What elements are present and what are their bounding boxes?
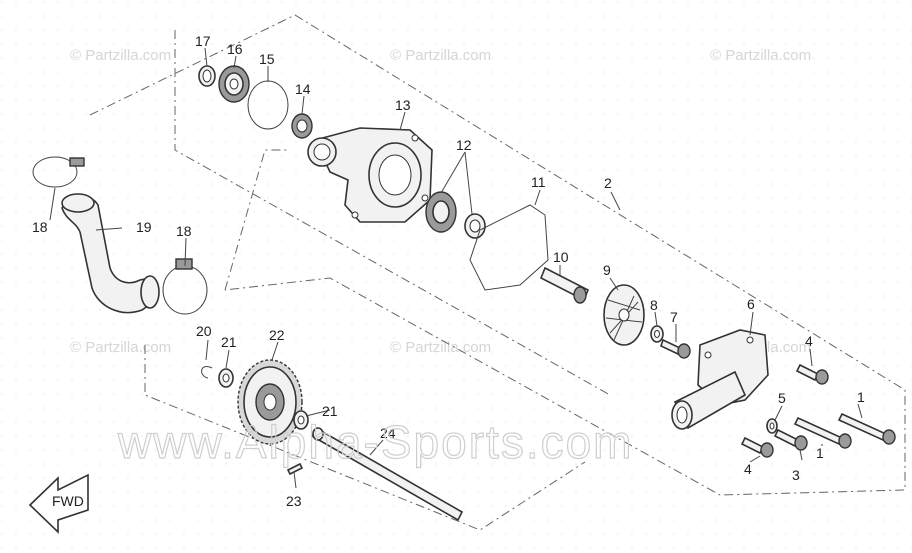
callout-21a: 21 bbox=[221, 334, 237, 350]
callout-22: 22 bbox=[269, 327, 285, 343]
part-21-washer bbox=[293, 410, 309, 430]
part-22-pump-gear bbox=[237, 359, 303, 445]
part-7-bolt bbox=[660, 338, 691, 359]
watermark-partzilla: © Partzilla.com bbox=[70, 339, 171, 356]
part-19-water-hose bbox=[61, 193, 160, 314]
callout-17: 17 bbox=[195, 33, 211, 49]
part-1-bolt bbox=[793, 416, 852, 449]
callout-2: 2 bbox=[604, 175, 612, 191]
callout-1a: 1 bbox=[857, 389, 865, 405]
callout-8: 8 bbox=[650, 297, 658, 313]
callout-20: 20 bbox=[196, 323, 212, 339]
callout-19: 19 bbox=[136, 219, 152, 235]
direction-label: FWD bbox=[52, 493, 84, 509]
callout-1b: 1 bbox=[816, 445, 824, 461]
part-4-bolt bbox=[740, 436, 774, 458]
watermark-partzilla: © Partzilla.com bbox=[710, 47, 811, 64]
part-16-bearing bbox=[218, 65, 250, 103]
part-6-pump-cover bbox=[671, 329, 769, 430]
callout-6: 6 bbox=[747, 296, 755, 312]
part-12-mechanical-seal bbox=[425, 191, 486, 239]
callout-13: 13 bbox=[395, 97, 411, 113]
callout-21b: 21 bbox=[322, 403, 338, 419]
part-21-washer bbox=[218, 368, 234, 388]
part-9-impeller bbox=[603, 284, 645, 346]
callout-24: 24 bbox=[380, 425, 396, 441]
callout-5: 5 bbox=[778, 390, 786, 406]
leader-lines bbox=[49, 47, 863, 489]
callout-10: 10 bbox=[553, 249, 569, 265]
callout-11: 11 bbox=[531, 174, 546, 190]
watermark-partzilla: © Partzilla.com bbox=[70, 47, 171, 64]
part-24-pump-shaft bbox=[310, 426, 464, 522]
callout-12: 12 bbox=[456, 137, 472, 153]
callout-9: 9 bbox=[603, 262, 611, 278]
callout-16: 16 bbox=[227, 41, 243, 57]
callout-4a: 4 bbox=[805, 333, 813, 349]
part-20-clip bbox=[201, 366, 213, 379]
part-17-circlip bbox=[198, 65, 216, 87]
watermark-partzilla: © Partzilla.com bbox=[390, 47, 491, 64]
assembly-outline-gear bbox=[144, 345, 586, 531]
forward-direction-arrow-icon: FWD bbox=[28, 473, 89, 534]
part-4-bolt bbox=[795, 363, 829, 385]
callout-18a: 18 bbox=[32, 219, 48, 235]
watermark-partzilla: © Partzilla.com bbox=[390, 339, 491, 356]
part-3-bolt bbox=[773, 428, 808, 451]
assembly-outline-pump bbox=[89, 14, 906, 496]
part-10-impeller-shaft bbox=[539, 266, 590, 304]
part-5-washer bbox=[766, 418, 778, 434]
callout-7: 7 bbox=[670, 309, 678, 325]
callout-23: 23 bbox=[286, 493, 302, 509]
callout-18b: 18 bbox=[176, 223, 192, 239]
part-18-hose-clamp bbox=[32, 156, 85, 188]
assembly-outline-seal bbox=[174, 30, 611, 396]
part-14-seal bbox=[291, 113, 313, 139]
callout-3: 3 bbox=[792, 467, 800, 483]
part-11-gasket bbox=[469, 204, 549, 291]
part-1-bolt bbox=[837, 412, 896, 445]
part-8-washer bbox=[650, 325, 664, 343]
watermark-alpha-sports: www.Alpha-Sports.com bbox=[117, 416, 634, 468]
callout-15: 15 bbox=[259, 51, 275, 67]
callout-14: 14 bbox=[295, 81, 311, 97]
part-23-pin bbox=[286, 462, 304, 476]
callout-4b: 4 bbox=[744, 461, 752, 477]
part-13-pump-housing bbox=[307, 127, 433, 223]
